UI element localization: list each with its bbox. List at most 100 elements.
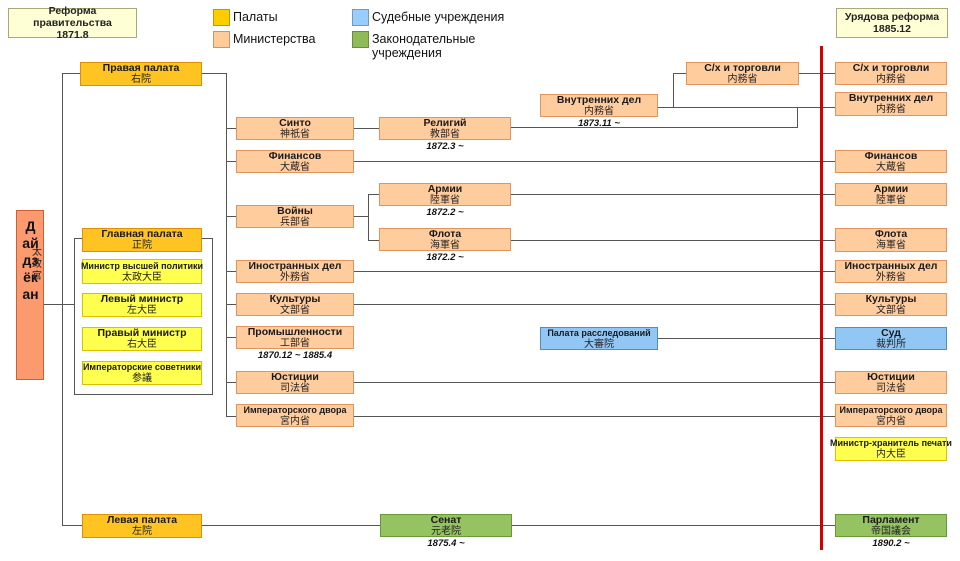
connector-line (226, 73, 227, 417)
connector-line (62, 73, 80, 74)
main-chamber-label-jp: 正院 (132, 240, 152, 251)
religion-date: 1872.3 ~ (426, 141, 464, 152)
connector-line (673, 73, 686, 74)
sh-trade-mid-label-jp: 内務省 (727, 73, 758, 85)
parliament-label-jp: 帝国議会 (871, 525, 911, 537)
minister-politics-label-jp: 太政大臣 (122, 271, 162, 283)
religion-label: Религий (423, 116, 467, 129)
legend-swatch-chambers (213, 9, 230, 26)
connector-line (354, 161, 835, 162)
industry-label: Промышленности (247, 325, 343, 338)
army-right-label-jp: 陸軍省 (876, 194, 906, 206)
connector-line (797, 107, 798, 128)
left-minister-label: Левый министр (100, 293, 184, 305)
navy-mid-date: 1872.2 ~ (426, 252, 464, 263)
connector-line (202, 525, 380, 526)
navy-right-label-jp: 海軍省 (876, 240, 906, 251)
army-mid-label-jp: 陸軍省 (430, 194, 460, 206)
court-judicial-label-jp: 裁判所 (876, 338, 906, 350)
army-mid-date: 1872.2 ~ (426, 207, 464, 218)
right-chamber-label-jp: 右院 (131, 74, 151, 85)
connector-line (511, 240, 835, 241)
connector-line (226, 128, 236, 129)
connector-line (354, 416, 835, 417)
sh-trade-right-label-jp: 内務省 (876, 73, 906, 85)
invest-chamber-label: Палата расследований (547, 327, 651, 338)
invest-chamber-label-jp: 大審院 (584, 338, 614, 350)
legend-swatch-legislative (352, 31, 369, 48)
connector-line (799, 73, 835, 74)
imp-court-right-label-jp: 宮内省 (876, 415, 906, 427)
main-chamber-label: Главная палата (101, 228, 183, 240)
reform-1871-date: 1871.8 (56, 29, 89, 41)
minister-politics-label: Министр высшей политики (80, 260, 204, 271)
connector-line (62, 73, 63, 526)
connector-line (62, 525, 82, 526)
sh-trade-mid-label: С/х и торговли (704, 61, 781, 74)
advisors-label-jp: 参議 (132, 373, 152, 384)
daijokan-label: Дайдзёкан (22, 218, 39, 302)
left-chamber-label-jp: 左院 (132, 526, 152, 537)
connector-line (226, 216, 236, 217)
army-mid-label: Армии (427, 182, 463, 195)
reform-1871-title: Реформа правительства (33, 5, 112, 29)
finance-mid-label: Финансов (268, 149, 322, 162)
connector-line (368, 240, 379, 241)
industry-label-jp: 工部省 (280, 337, 310, 349)
connector-line (226, 337, 236, 338)
connector-line (354, 382, 835, 383)
daijokan-box: Дайдзёкан 太政官 (16, 210, 44, 380)
left-chamber-label: Левая палата (106, 514, 178, 526)
court-judicial-label: Суд (881, 326, 901, 339)
army-right-label: Армии (873, 182, 909, 195)
interior-mid-label: Внутренних дел (556, 93, 642, 106)
war-label: Войны (277, 204, 313, 217)
finance-right-label-jp: 大蔵省 (876, 161, 906, 173)
advisors-label: Императорские советники (82, 362, 202, 372)
senate-label: Сенат (430, 513, 462, 526)
connector-line (226, 161, 236, 162)
right-minister-label-jp: 右大臣 (127, 339, 157, 350)
connector-line (226, 382, 236, 383)
finance-right-label: Финансов (864, 149, 918, 162)
privy-seal-label: Министр-хранитель печати (830, 438, 952, 448)
war-label-jp: 兵部省 (280, 216, 310, 228)
navy-mid-label-jp: 海軍省 (430, 239, 460, 251)
connector-line (226, 304, 236, 305)
foreign-mid-label: Иностранных дел (248, 259, 342, 272)
religion-label-jp: 教部省 (430, 128, 460, 140)
imp-court-mid-label: Императорского двора (243, 404, 347, 415)
left-minister-label-jp: 左大臣 (127, 305, 157, 316)
foreign-right-label: Иностранных дел (844, 259, 938, 272)
justice-mid-label-jp: 司法省 (280, 382, 310, 394)
connector-line (511, 194, 835, 195)
imp-court-mid-label-jp: 宮内省 (280, 415, 310, 427)
connector-line (226, 271, 236, 272)
connector-line (368, 194, 369, 241)
connector-line (368, 194, 379, 195)
sh-trade-right-label: С/х и торговли (852, 61, 930, 74)
culture-right-label: Культуры (865, 292, 917, 305)
legend-swatch-ministries (213, 31, 230, 48)
